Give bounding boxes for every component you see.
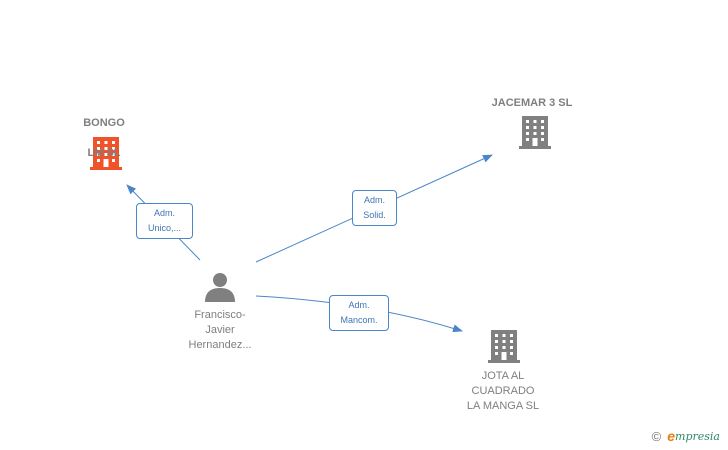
role-label-jota[interactable]: Adm. Mancom. — [329, 295, 389, 331]
role-line1: Adm. — [363, 195, 385, 205]
role-line1: Adm. — [153, 208, 175, 218]
company-label-jacemar[interactable]: JACEMAR 3 SL — [491, 97, 573, 109]
person-label[interactable]: Francisco- Javier Hernandez... — [188, 309, 252, 351]
company-name-line2: LM SL — [87, 147, 121, 159]
person-icon[interactable] — [205, 273, 235, 302]
company-label-bongo[interactable]: BONGO LM SL — [64, 101, 144, 161]
brand-logo-initial: e — [667, 428, 676, 444]
company-name-line1: BONGO — [83, 117, 125, 129]
empresia-watermark: © e mpresia — [652, 428, 720, 444]
role-label-bongo[interactable]: Adm. Unico,... — [136, 203, 193, 239]
brand-logo-text: mpresia — [675, 429, 720, 443]
role-line2: Unico,... — [147, 223, 181, 233]
building-icon[interactable] — [90, 137, 122, 170]
building-icon[interactable] — [488, 330, 520, 363]
role-line2: Mancom. — [340, 315, 378, 325]
role-label-jacemar[interactable]: Adm. Solid. — [352, 190, 397, 226]
company-label-jota[interactable]: JOTA AL CUADRADO LA MANGA SL — [466, 370, 540, 412]
copyright-symbol: © — [651, 428, 662, 444]
role-line2: Solid. — [363, 210, 386, 220]
building-icon[interactable] — [519, 116, 551, 149]
role-line1: Adm. — [348, 300, 370, 310]
